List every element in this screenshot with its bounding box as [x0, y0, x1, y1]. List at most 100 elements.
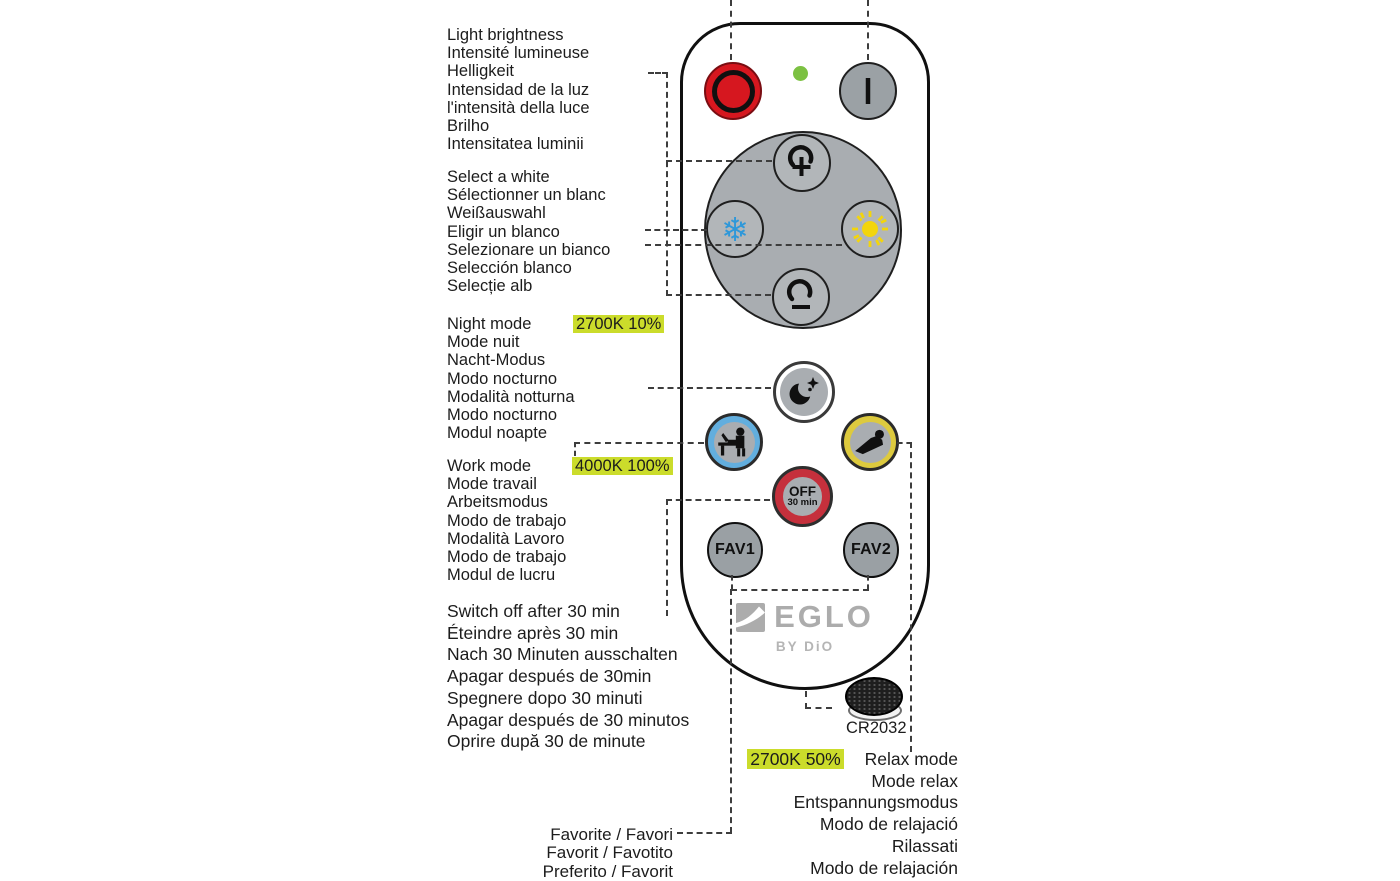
connector-line [805, 707, 832, 709]
label-line: Modo de trabajo [447, 548, 567, 567]
brightness-up-button[interactable] [773, 134, 831, 192]
work-mode-label-block: Work mode 4000K 100% Mode travail Arbeit… [447, 457, 673, 585]
label-line: l'intensità della luce [447, 98, 590, 117]
favorite-label-block: Favorite / Favori Favorit / Favotito Pre… [400, 825, 673, 881]
label-line: Switch off after 30 min [447, 601, 620, 621]
connector-line [574, 442, 704, 444]
warm-white-button[interactable] [841, 200, 899, 258]
label-line: Rilassati [891, 835, 958, 856]
label-line: Éteindre après 30 min [447, 622, 619, 643]
label-line: Apagar después de 30 minutos [447, 709, 690, 730]
brightness-down-icon [786, 279, 813, 309]
night-mode-button[interactable] [773, 361, 835, 423]
connector-line [897, 442, 912, 444]
connector-line [645, 244, 842, 246]
label-line: Eligir un blanco [447, 222, 560, 241]
label-line: Light brightness [447, 26, 564, 44]
off-button-label: OFF [789, 484, 816, 499]
connector-line [666, 160, 772, 162]
label-line: Intensidad de la luz [447, 80, 590, 99]
cool-white-button[interactable]: ❄ [706, 200, 764, 258]
label-line: Nach 30 Minuten ausschalten [447, 644, 678, 665]
label-line: Selección blanco [447, 259, 572, 278]
switch-off-label-block: Switch off after 30 min Éteindre après 3… [447, 601, 689, 753]
label-line: Modo nocturno [447, 369, 558, 388]
label-line: Apagar después de 30min [447, 666, 652, 687]
sun-icon [852, 211, 888, 247]
fav2-button[interactable]: FAV2 [843, 522, 899, 578]
person-at-desk-icon [718, 427, 746, 457]
off-button-sublabel: 30 min [787, 497, 818, 508]
off-30min-button[interactable]: OFF 30 min [772, 466, 833, 527]
label-line: Modo de relajación [810, 857, 958, 878]
select-white-label-block: Select a white Sélectionner un blanc Wei… [447, 168, 610, 295]
coin-cell-battery [845, 677, 903, 716]
brand-byline: BY DiO [775, 638, 835, 654]
battery-label: CR2032 [846, 719, 907, 737]
work-kelvin-badge: 4000K 100% [572, 457, 673, 476]
brightness-down-button[interactable] [772, 268, 830, 326]
connector-line [805, 691, 807, 709]
connector-line [867, 575, 869, 590]
power-on-icon [865, 78, 871, 104]
connector-line [677, 832, 732, 834]
label-line: Weißauswahl [447, 204, 546, 223]
label-line: Oprire după 30 de minute [447, 731, 646, 752]
label-line: Select a white [447, 168, 550, 186]
connector-line [666, 499, 770, 501]
relax-mode-button[interactable] [841, 413, 899, 471]
label-line: Modalità Lavoro [447, 529, 565, 548]
relax-kelvin-badge: 2700K 50% [747, 749, 844, 769]
connector-line [731, 589, 869, 591]
label-line: Selezionare un bianco [447, 240, 611, 259]
label-line: Nacht-Modus [447, 351, 546, 370]
label-line: Modo nocturno [447, 406, 558, 425]
label-line: Selecție alb [447, 277, 533, 296]
power-off-icon [711, 69, 755, 113]
snowflake-icon: ❄ [721, 209, 749, 249]
led-indicator [793, 66, 808, 81]
brand-area: EGLO BY DiO [683, 599, 927, 654]
power-on-button[interactable] [839, 62, 897, 120]
label-line: Work mode [447, 457, 532, 475]
connector-line [645, 229, 707, 231]
remote-control-body: ❄ [680, 22, 930, 690]
label-line: Relax mode [864, 749, 958, 769]
label-line: Modul de lucru [447, 566, 556, 585]
brightness-up-icon [787, 145, 814, 176]
label-line: Modul noapte [447, 424, 547, 443]
label-line: Night mode [447, 315, 532, 333]
label-line: Entspannungsmodus [793, 792, 958, 813]
moon-stars-icon [789, 377, 819, 405]
brightness-label-block: Light brightness Intensité lumineuse Hel… [447, 26, 590, 153]
eglo-logo-icon [736, 602, 766, 632]
connector-line [867, 0, 869, 60]
label-line: Favorit / Favotito [546, 843, 673, 863]
label-line: Brilho [447, 117, 490, 136]
power-off-button[interactable] [704, 62, 762, 120]
label-line: Mode travail [447, 475, 537, 494]
label-line: Modo de relajació [819, 814, 958, 835]
connector-line [666, 72, 668, 296]
brand-name: EGLO [774, 599, 874, 634]
night-mode-label-block: Night mode 2700K 10% Mode nuit Nacht-Mod… [447, 315, 665, 443]
label-line: Sélectionner un blanc [447, 186, 606, 205]
connector-line [666, 294, 771, 296]
connector-line [731, 575, 733, 590]
connector-line [730, 0, 732, 60]
label-line: Intensitatea luminii [447, 135, 584, 154]
label-line: Spegnere dopo 30 minuti [447, 687, 643, 708]
label-line: Helligkeit [447, 62, 514, 81]
connector-line [648, 387, 771, 389]
relax-mode-label-block: 2700K 50% Relax mode Mode relax Entspann… [640, 749, 958, 879]
connector-line [574, 442, 576, 456]
label-line: Intensité lumineuse [447, 44, 590, 63]
work-mode-button[interactable] [705, 413, 763, 471]
connector-line [730, 589, 732, 833]
night-kelvin-badge: 2700K 10% [573, 315, 665, 334]
connector-line [910, 442, 912, 752]
label-line: Mode relax [871, 770, 958, 791]
label-line: Arbeitsmodus [447, 493, 548, 512]
fav1-button[interactable]: FAV1 [707, 522, 763, 578]
connector-line [666, 499, 668, 616]
